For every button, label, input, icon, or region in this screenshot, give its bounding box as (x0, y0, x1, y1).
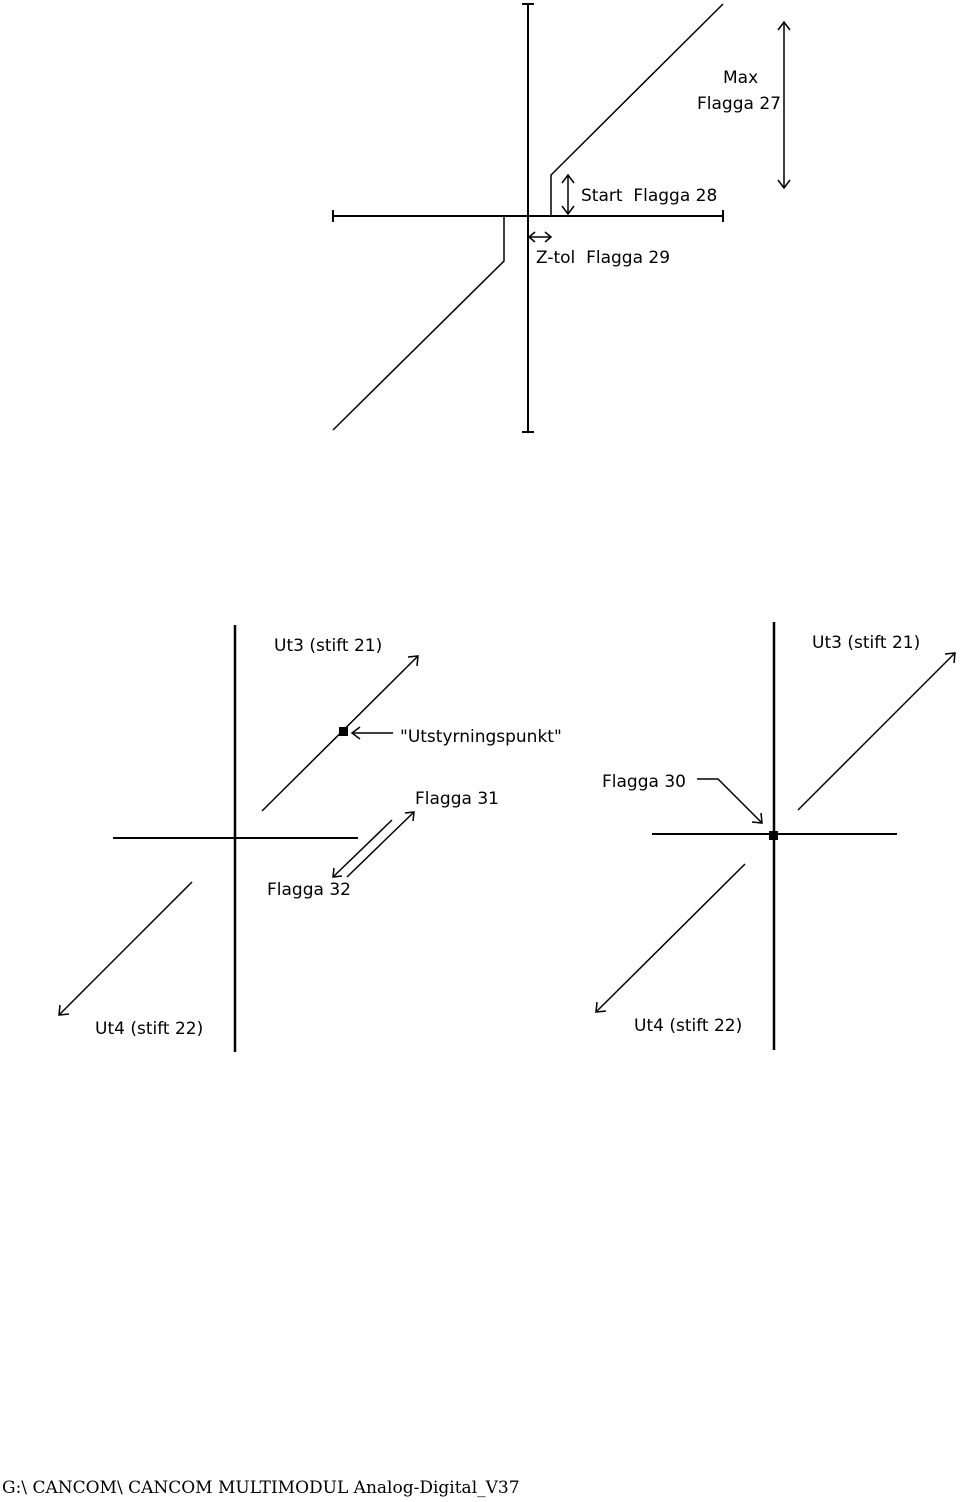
d1-ztol-label: Z-tol Flagga 29 (536, 248, 670, 268)
d2-flag32-arrow (332, 819, 393, 878)
d1-negative-curve (332, 216, 505, 431)
d2-ut4-line (58, 881, 193, 1016)
d3-flag30-label: Flagga 30 (602, 772, 686, 792)
d2-flag31-arrow (346, 811, 415, 878)
d3-flag30-arrow (697, 778, 763, 824)
d3-ut3-label: Ut3 (stift 21) (812, 633, 920, 653)
footer-path: G:\ CANCOM\ CANCOM MULTIMODUL Analog-Dig… (2, 1478, 520, 1498)
d1-max-arrow (777, 20, 791, 190)
d3-ut4-line (595, 863, 746, 1013)
d1-positive-curve (550, 3, 724, 216)
diagram-3: Ut3 (stift 21) Flagga 30 Ut4 (stift 22) (595, 622, 956, 1050)
d2-flag32-label: Flagga 32 (267, 880, 351, 900)
diagram-2: Ut3 (stift 21) "Utstyrningspunkt" Flagga… (58, 625, 562, 1052)
d2-flag31-label: Flagga 31 (415, 789, 499, 809)
d1-start-label: Start Flagga 28 (581, 186, 717, 206)
d3-ut4-label: Ut4 (stift 22) (634, 1016, 742, 1036)
d3-ut3-line (797, 652, 956, 811)
d2-ut3-label: Ut3 (stift 21) (274, 636, 382, 656)
d1-start-arrow (561, 173, 575, 216)
diagram-1: Max Flagga 27 Start Flagga 28 Z-tol Flag… (332, 3, 791, 433)
d2-point-label: "Utstyrningspunkt" (400, 727, 562, 747)
d1-ztol-arrow (527, 231, 553, 243)
d1-max-label: Max (723, 68, 758, 88)
d2-point-arrow (350, 726, 393, 740)
d2-operating-point (339, 727, 348, 736)
d3-operating-point (769, 831, 778, 840)
d1-max-flag-label: Flagga 27 (697, 94, 781, 114)
d2-ut4-label: Ut4 (stift 22) (95, 1019, 203, 1039)
